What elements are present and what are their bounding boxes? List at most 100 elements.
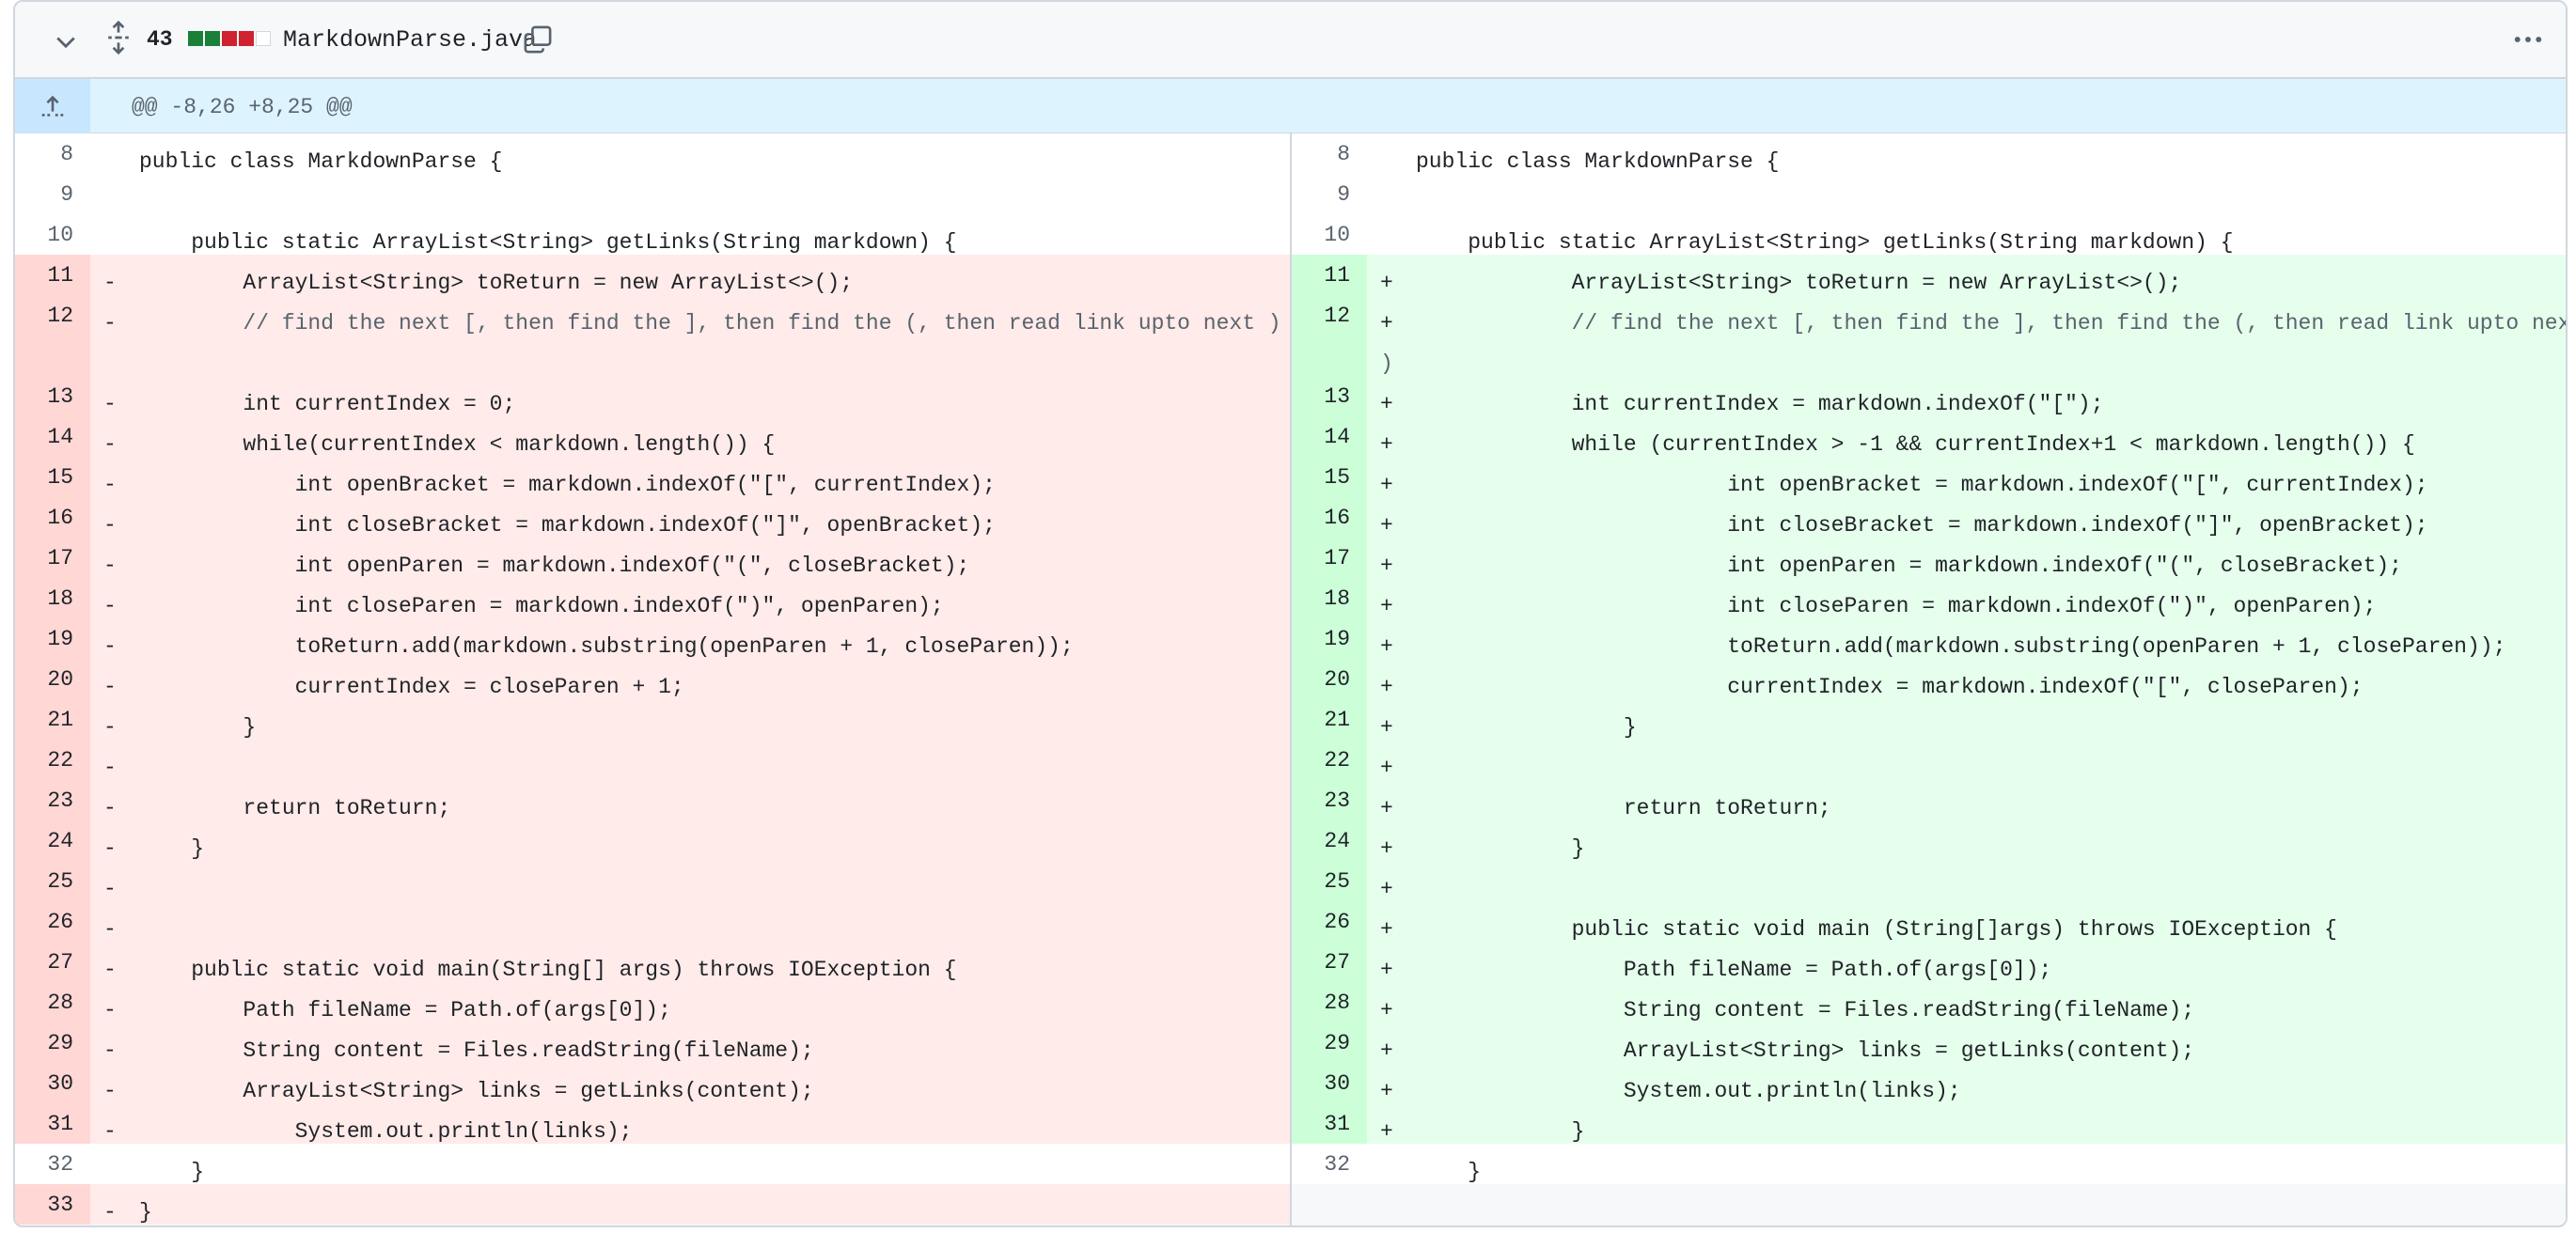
line-code: - System.out.println(links); <box>90 1103 1290 1144</box>
line-number[interactable]: 10 <box>47 223 73 247</box>
line-number[interactable]: 18 <box>15 578 90 618</box>
collapse-file-button[interactable] <box>47 23 85 60</box>
line-number[interactable]: 14 <box>1292 416 1367 457</box>
line-number[interactable]: 9 <box>60 182 73 207</box>
line-number[interactable]: 15 <box>15 457 90 497</box>
line-number[interactable]: 31 <box>1292 1103 1367 1144</box>
line-number[interactable]: 10 <box>1324 223 1350 247</box>
addition-marker: + <box>1380 1079 1393 1103</box>
line-code: public class MarkdownParse { <box>90 133 1290 174</box>
line-number[interactable]: 26 <box>15 901 90 942</box>
line-number[interactable]: 30 <box>1292 1063 1367 1103</box>
file-name-link[interactable]: MarkdownParse.java <box>283 26 538 54</box>
deletion-marker: - <box>103 473 117 497</box>
line-number[interactable]: 23 <box>15 780 90 820</box>
code-text: int openBracket = markdown.indexOf("[", … <box>1416 473 2428 497</box>
code-text: return toReturn; <box>139 796 451 820</box>
line-number[interactable]: 16 <box>15 497 90 538</box>
line-code: - ArrayList<String> links = getLinks(con… <box>90 1063 1290 1103</box>
line-number[interactable]: 17 <box>15 538 90 578</box>
copy-path-button[interactable] <box>519 21 557 58</box>
line-number[interactable]: 21 <box>15 699 90 740</box>
code-text: } <box>139 715 257 740</box>
diff-line: 31+ } <box>1292 1103 2566 1144</box>
line-number[interactable]: 11 <box>1292 255 1367 295</box>
line-number[interactable]: 28 <box>1292 982 1367 1022</box>
diff-line: 16- int closeBracket = markdown.indexOf(… <box>15 497 1290 538</box>
line-code: + int openBracket = markdown.indexOf("["… <box>1367 457 2566 497</box>
diff-line: 27- public static void main(String[] arg… <box>15 942 1290 982</box>
code-text: public class MarkdownParse { <box>1416 149 1780 174</box>
line-number[interactable]: 20 <box>1292 659 1367 699</box>
code-text: toReturn.add(markdown.substring(openPare… <box>139 634 1074 659</box>
deletion-marker: - <box>103 392 117 416</box>
line-number[interactable]: 22 <box>15 740 90 780</box>
line-code: + <box>1367 861 2566 901</box>
line-code: } <box>90 1144 1290 1184</box>
diff-line: 17+ int openParen = markdown.indexOf("("… <box>1292 538 2566 578</box>
diff-line: 17- int openParen = markdown.indexOf("("… <box>15 538 1290 578</box>
line-number[interactable]: 24 <box>1292 820 1367 861</box>
line-number[interactable]: 18 <box>1292 578 1367 618</box>
line-number[interactable]: 29 <box>1292 1022 1367 1063</box>
addition-marker: + <box>1380 392 1393 416</box>
line-number[interactable]: 8 <box>1337 142 1350 166</box>
line-number[interactable]: 19 <box>15 618 90 659</box>
deletion-marker: - <box>103 311 117 336</box>
line-number[interactable]: 11 <box>15 255 90 295</box>
line-number[interactable]: 16 <box>1292 497 1367 538</box>
addition-marker: + <box>1380 513 1393 538</box>
line-number[interactable]: 25 <box>1292 861 1367 901</box>
line-number[interactable]: 22 <box>1292 740 1367 780</box>
line-number[interactable]: 20 <box>15 659 90 699</box>
line-number[interactable]: 12 <box>15 295 90 376</box>
diff-line: 8 public class MarkdownParse { <box>15 133 1290 174</box>
line-number[interactable]: 27 <box>1292 942 1367 982</box>
line-code: + <box>1367 740 2566 780</box>
code-text: } <box>1416 715 1637 740</box>
line-code: - } <box>90 699 1290 740</box>
line-code: - int closeBracket = markdown.indexOf("]… <box>90 497 1290 538</box>
line-number[interactable]: 25 <box>15 861 90 901</box>
diff-line: 8 public class MarkdownParse { <box>1292 133 2566 174</box>
line-number[interactable]: 23 <box>1292 780 1367 820</box>
line-number[interactable]: 13 <box>15 376 90 416</box>
empty-area <box>1292 1184 2566 1225</box>
diff-line: 30+ System.out.println(links); <box>1292 1063 2566 1103</box>
line-number[interactable]: 12 <box>1292 295 1367 376</box>
line-number[interactable]: 26 <box>1292 901 1367 942</box>
diff-line: 25 + <box>1292 861 2566 901</box>
line-number[interactable]: 8 <box>60 142 73 166</box>
line-number[interactable]: 24 <box>15 820 90 861</box>
line-code: - while(currentIndex < markdown.length()… <box>90 416 1290 457</box>
line-number[interactable]: 9 <box>1337 182 1350 207</box>
line-number[interactable]: 19 <box>1292 618 1367 659</box>
expand-up-button[interactable] <box>15 79 90 133</box>
line-number[interactable]: 28 <box>15 982 90 1022</box>
addition-marker: + <box>1380 473 1393 497</box>
line-number[interactable]: 27 <box>15 942 90 982</box>
line-number[interactable]: 31 <box>15 1103 90 1144</box>
addition-marker: + <box>1380 675 1393 699</box>
addition-marker: + <box>1380 877 1393 901</box>
code-text: } <box>1416 836 1585 861</box>
line-number[interactable]: 32 <box>47 1152 73 1177</box>
diff-line: 15+ int openBracket = markdown.indexOf("… <box>1292 457 2566 497</box>
line-number[interactable]: 21 <box>1292 699 1367 740</box>
diff-line: 23- return toReturn; <box>15 780 1290 820</box>
line-number[interactable]: 29 <box>15 1022 90 1063</box>
deletion-marker: - <box>103 634 117 659</box>
code-text: int currentIndex = markdown.indexOf("[")… <box>1416 392 2104 416</box>
line-number[interactable]: 32 <box>1324 1152 1350 1177</box>
addition-marker: + <box>1380 958 1393 982</box>
copy-icon <box>524 25 552 54</box>
line-number[interactable]: 14 <box>15 416 90 457</box>
line-number[interactable]: 30 <box>15 1063 90 1103</box>
expand-all-button[interactable] <box>100 19 137 56</box>
line-number[interactable]: 15 <box>1292 457 1367 497</box>
line-number[interactable]: 13 <box>1292 376 1367 416</box>
line-number[interactable]: 17 <box>1292 538 1367 578</box>
line-number[interactable]: 33 <box>15 1184 90 1225</box>
diff-line: 9 <box>15 174 1290 214</box>
file-options-button[interactable] <box>2509 21 2547 58</box>
